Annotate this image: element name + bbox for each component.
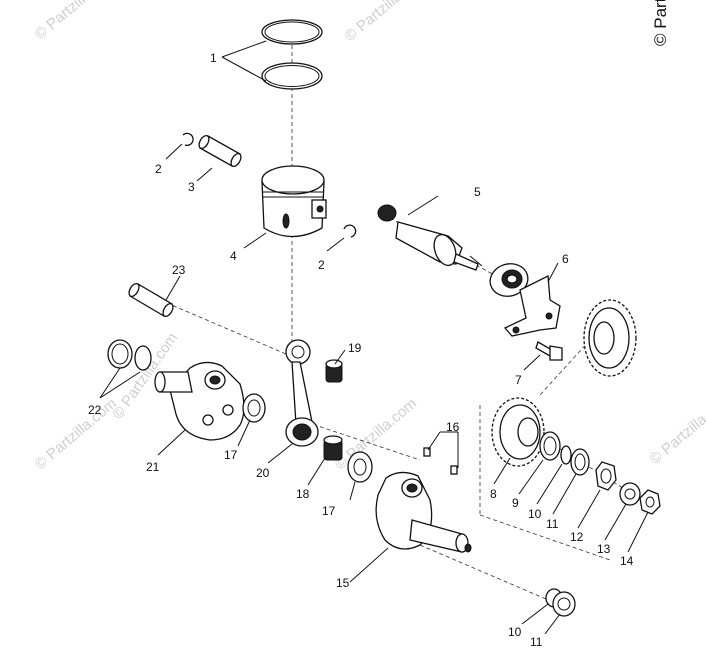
callout-4: 4 [230,249,237,263]
starter-motor [377,204,479,271]
clip-10-upper [560,445,572,465]
small-end-bearing [325,359,343,383]
washer-11-lower [552,591,576,617]
circlip-upper [182,132,194,147]
piston-pin [198,134,242,168]
nut-14 [639,489,661,515]
bracket [503,274,561,337]
watermark-text: © Partzilla.com [32,395,120,473]
washer-11-upper [570,448,590,476]
washer-13 [619,482,641,506]
callout-8: 8 [490,487,497,501]
big-end-bearing [323,435,343,461]
callout-13: 13 [597,542,611,556]
piston [261,165,327,238]
bearing [489,263,529,297]
ring-9 [539,431,561,461]
callout-10: 10 [508,625,522,639]
callout-labels: 1 2 2 3 4 5 6 7 8 9 10 10 11 11 12 13 14… [88,51,634,649]
nut-12 [595,461,617,491]
callout-16: 16 [446,420,460,434]
callout-5: 5 [474,185,481,199]
watermarks: © Partzilla.com © Partzilla.com © Partzi… [32,0,706,473]
connecting-rod [285,339,319,447]
large-gear [583,299,637,377]
watermark-text: © Partzilla.com [647,390,706,468]
callout-22: 22 [88,403,102,417]
callout-3: 3 [188,180,195,194]
thrust-washer-left [242,393,266,423]
watermark-text: © Partzilla.com [342,0,430,45]
piston-rings [261,19,323,90]
bolt [535,341,563,361]
drive-gear [491,397,545,467]
woodruff-keys [423,447,458,475]
callout-10: 10 [528,507,542,521]
callout-17: 17 [224,448,238,462]
callout-17: 17 [322,504,336,518]
callout-1: 1 [210,51,217,65]
watermark-text: © Partzilla.com [332,395,420,473]
callout-15: 15 [336,576,350,590]
thrust-washer-center [347,451,373,483]
callout-11: 11 [530,635,543,649]
crankshaft-left [154,361,245,441]
callout-12: 12 [570,530,584,544]
leader-lines [99,40,649,635]
callout-18: 18 [296,487,310,501]
callout-23: 23 [172,263,186,277]
crankshaft-right [375,471,472,553]
callout-21: 21 [146,460,160,474]
callout-2: 2 [155,162,162,176]
copyright-corner-text: © Partz [651,0,670,46]
callout-11: 11 [546,517,559,531]
callout-7: 7 [515,373,522,387]
callout-20: 20 [256,466,270,480]
callout-9: 9 [512,496,519,510]
callout-6: 6 [562,252,569,266]
callout-19: 19 [348,341,362,355]
callout-2: 2 [318,258,325,272]
watermark-text: © Partzilla.com [32,0,120,43]
seals [107,339,152,371]
circlip-lower [343,224,357,238]
crank-pin [128,282,174,318]
callout-14: 14 [620,554,634,568]
